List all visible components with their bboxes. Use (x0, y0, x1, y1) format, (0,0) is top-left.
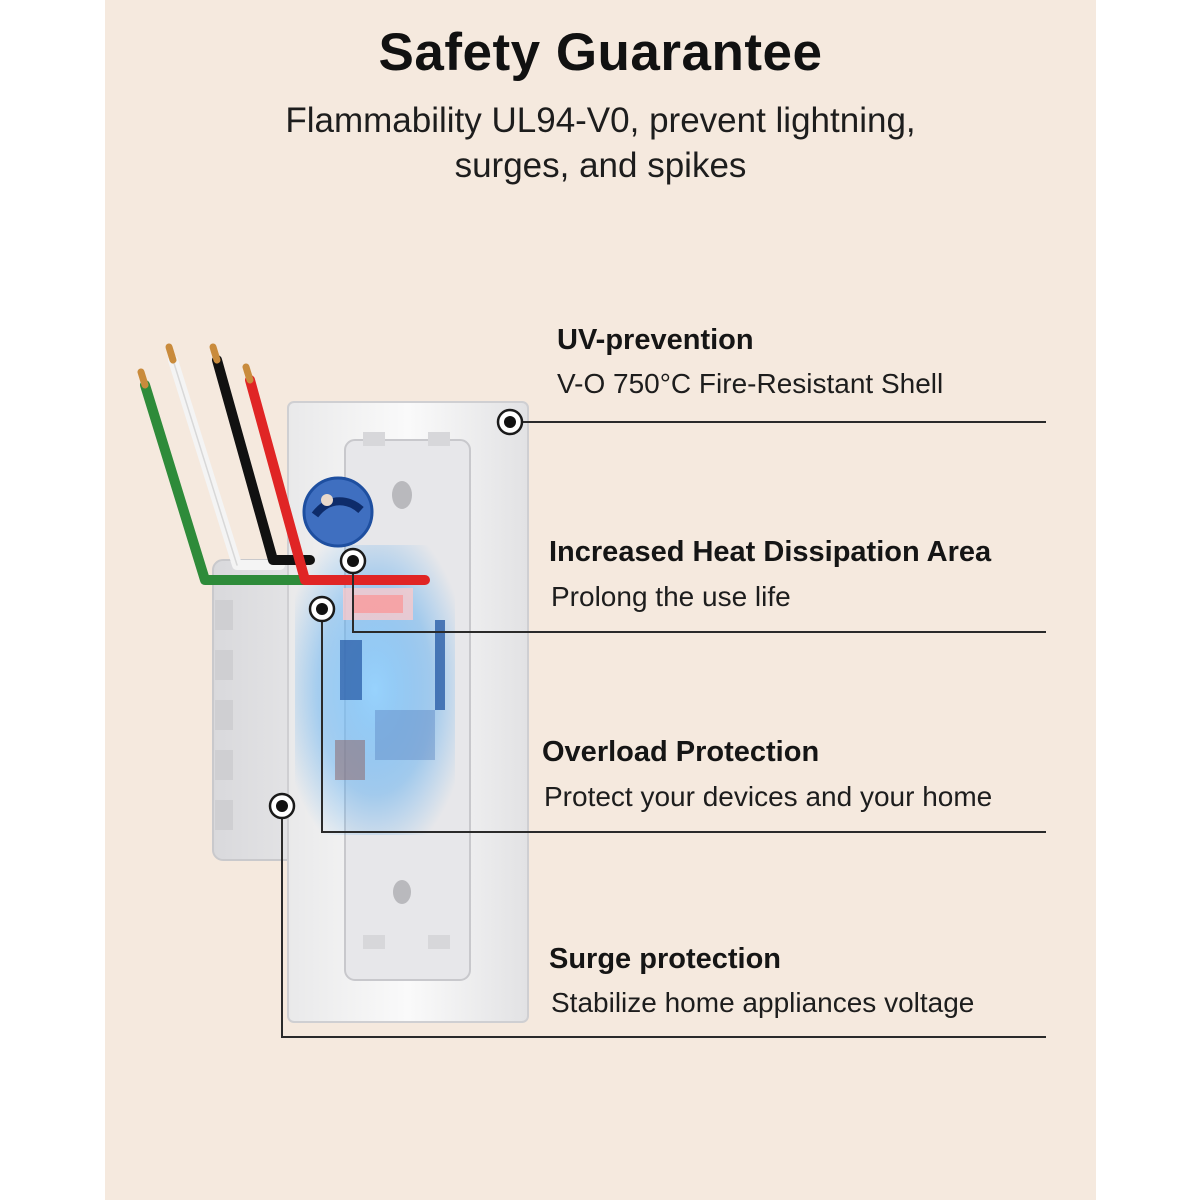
subtitle-line-2: surges, and spikes (454, 146, 747, 185)
feature-title-uv-prevention: UV-prevention (557, 324, 754, 356)
page-subtitle: Flammability UL94-V0, prevent lightning,… (105, 98, 1096, 188)
feature-title-surge-protection: Surge protection (549, 943, 782, 975)
callout-markers (268, 408, 524, 820)
smart-switch-with-wires-icon (137, 343, 1046, 1038)
feature-desc-overload-protection: Protect your devices and your home (544, 781, 993, 812)
feature-desc-surge-protection: Stabilize home appliances voltage (551, 987, 975, 1018)
magnifier-icon (302, 476, 374, 548)
feature-title-overload-protection: Overload Protection (542, 736, 820, 768)
callout-lines (281, 421, 1046, 1038)
feature-title-heat-dissipation: Increased Heat Dissipation Area (549, 536, 992, 568)
product-banner: Safety Guarantee Flammability UL94-V0, p… (105, 0, 1096, 1200)
wires (137, 343, 430, 585)
internal-circuit (295, 545, 455, 835)
subtitle-line-1: Flammability UL94-V0, prevent lightning, (285, 101, 916, 140)
feature-desc-uv-prevention: V-O 750°C Fire-Resistant Shell (557, 368, 944, 399)
feature-desc-heat-dissipation: Prolong the use life (551, 581, 791, 612)
page-title: Safety Guarantee (378, 23, 823, 82)
